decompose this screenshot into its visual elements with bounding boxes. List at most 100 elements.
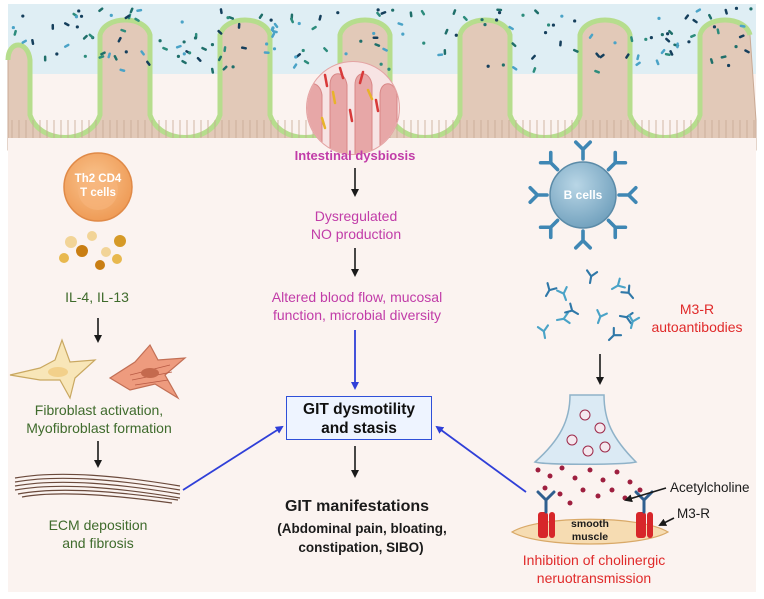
bacterium <box>265 42 269 46</box>
bacterium <box>109 13 113 18</box>
bacterium <box>635 61 641 67</box>
ecm-fibers <box>14 473 181 504</box>
bacterium <box>217 29 223 35</box>
bacterium <box>664 52 671 56</box>
antibody <box>538 218 560 240</box>
antibody <box>573 229 593 250</box>
bacterium <box>376 11 381 17</box>
bacterium <box>181 59 187 65</box>
bacterium <box>270 27 274 32</box>
bacterium <box>43 55 47 62</box>
bacterium <box>180 20 184 24</box>
blood-flow-label-line1: Altered blood flow, mucosal <box>271 289 443 305</box>
bacterium <box>744 49 750 54</box>
cytokine-particles <box>59 231 126 270</box>
bacterium <box>372 36 379 40</box>
cytokine-label: IL-4, IL-13 <box>65 289 129 305</box>
fibroblast-cell <box>9 338 97 400</box>
bacterium <box>551 23 556 27</box>
bacterium <box>511 42 517 48</box>
bacterium <box>668 29 674 35</box>
bacterium <box>228 16 235 20</box>
m3-receptor-label: M3-R <box>677 506 710 521</box>
antibody <box>620 284 635 300</box>
bacterium <box>222 65 228 71</box>
bacterium <box>269 18 273 22</box>
bacterium <box>496 8 503 12</box>
bacterium <box>734 6 739 10</box>
smooth-muscle-label-line2: muscle <box>571 531 609 543</box>
m3r-autoantibodies-line2: autoantibodies <box>651 319 743 335</box>
bacterium <box>11 25 15 30</box>
bacterium <box>625 53 630 59</box>
bacterium <box>55 52 59 56</box>
bacterium <box>88 33 94 39</box>
bacterium <box>74 15 79 19</box>
bacterium <box>263 51 270 55</box>
bacterium <box>454 33 458 37</box>
bacterium <box>226 16 230 20</box>
inhibition-label-line2: neruotransmission <box>536 570 652 586</box>
bacterium <box>660 33 664 37</box>
bacterium <box>594 69 600 74</box>
bacterium <box>188 51 192 55</box>
bacterium <box>452 9 457 15</box>
bacterium <box>739 24 746 28</box>
antibody <box>538 150 560 172</box>
bacterium <box>240 46 247 50</box>
bacterium <box>532 67 537 73</box>
bacterium <box>695 8 702 13</box>
free-antibodies <box>536 269 641 342</box>
b-cells-label: B cells <box>563 188 603 202</box>
bacterium <box>483 23 487 27</box>
bacterium <box>559 40 562 47</box>
bacterium <box>323 47 329 53</box>
bacterium <box>134 17 140 22</box>
m3-receptor-right <box>634 490 654 538</box>
surface-antibodies <box>528 140 638 250</box>
bacterium <box>136 8 143 13</box>
smooth-muscle-label-line1: smooth <box>571 518 609 530</box>
bacterium <box>649 36 653 40</box>
no-label-line2: NO production <box>310 226 402 242</box>
bacterium <box>497 11 502 15</box>
bacterium <box>294 55 298 59</box>
antibody <box>617 185 638 205</box>
antibody <box>573 140 593 161</box>
bacterium <box>422 41 426 45</box>
bacterium <box>210 67 215 74</box>
bacterium <box>495 18 499 22</box>
fibroblast-label-line1: Fibroblast activation, <box>34 402 164 418</box>
bacterium <box>193 36 198 40</box>
bacterium <box>75 25 79 29</box>
bacterium <box>146 60 151 66</box>
bacterium <box>311 25 317 31</box>
bacterium <box>738 34 745 39</box>
bacterium <box>100 51 106 56</box>
bacterium <box>162 46 168 51</box>
bacterium <box>521 13 525 17</box>
antibody <box>544 282 558 298</box>
bacterium <box>669 50 674 56</box>
bacterium <box>124 14 131 20</box>
dysbiosis-label: Intestinal dysbiosis <box>294 148 416 163</box>
bacterium <box>720 55 727 59</box>
bacterium <box>657 16 661 20</box>
git-dysmotility-box: GIT dysmotility and stasis <box>286 396 432 440</box>
bacterium <box>98 7 104 13</box>
bacterium <box>21 14 25 18</box>
antibody <box>628 314 641 330</box>
antibody <box>556 286 568 302</box>
antibody <box>528 185 549 205</box>
bacterium <box>272 47 277 51</box>
th2-label-line1: Th2 CD4 <box>74 173 122 185</box>
bacterium <box>79 14 84 18</box>
bacterium <box>684 14 690 20</box>
bacterium <box>749 7 753 11</box>
ecm-label-line2: and fibrosis <box>62 535 134 551</box>
bacterium <box>409 11 413 18</box>
bacterium <box>21 39 28 44</box>
bacterium <box>258 13 264 19</box>
bacterium <box>182 40 186 44</box>
